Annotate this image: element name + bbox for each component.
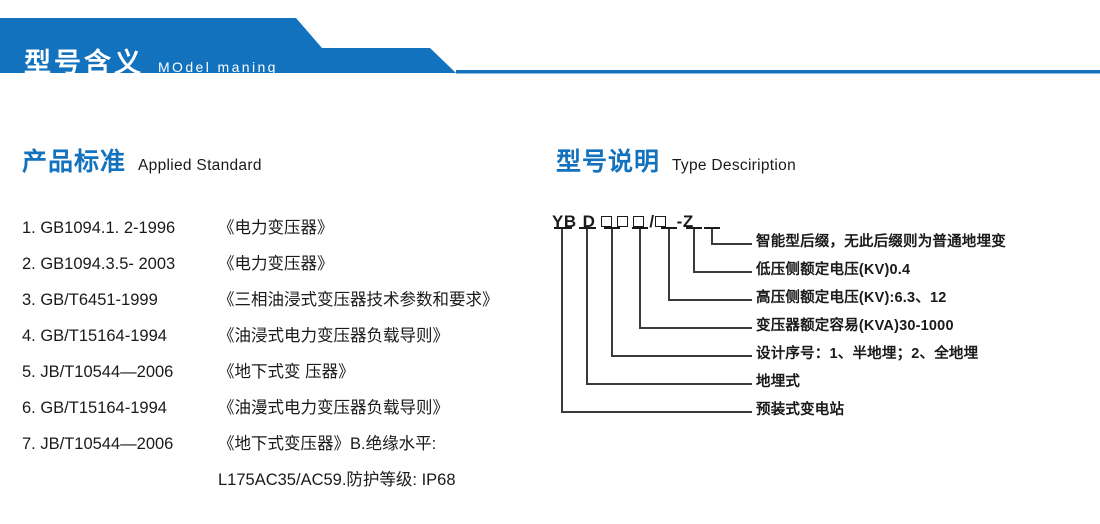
standard-code: 6. GB/T15164-1994: [22, 399, 167, 417]
header-banner: 型号含义 MOdel maning: [0, 18, 1100, 80]
callout-label: 低压侧额定电压(KV)0.4: [756, 262, 911, 278]
standard-list-item: 7. JB/T10544—2006 《地下式变压器》B.绝缘水平:: [22, 430, 552, 466]
standard-list-item: 1. GB1094.1. 2-1996 《电力变压器》: [22, 214, 552, 250]
section-heading-type-description: 型号说明 Type Desciription: [556, 142, 796, 178]
leader-line-6: [586, 228, 752, 385]
heading-type-en: Type Desciription: [672, 157, 796, 174]
callout-label-list: 智能型后缀，无此后缀则为普通地埋变低压侧额定电压(KV)0.4 高压侧额定电压(K…: [756, 228, 1100, 424]
callout-label: 高压侧额定电压(KV):6.3、12: [756, 290, 947, 306]
leader-line-7: [561, 228, 752, 413]
standard-list-item: 3. GB/T6451-1999 《三相油浸式变压器技术参数和要求》: [22, 286, 552, 322]
leader-line-5: [611, 228, 752, 357]
leader-line-1: [711, 228, 752, 245]
code-placeholder-box: [654, 215, 666, 227]
code-text-segment: Z: [682, 212, 694, 231]
code-text-segment: D: [582, 212, 596, 231]
standard-code: 1. GB1094.1. 2-1996: [22, 219, 176, 237]
standard-list-item: 4. GB/T15164-1994 《油浸式电力变压器负载导则》: [22, 322, 552, 358]
standard-list-item: L175AC35/AC59.防护等级: IP68: [22, 466, 552, 502]
banner-rule: [456, 70, 1100, 74]
code-text-segment: YB: [552, 212, 577, 231]
standard-title: 《电力变压器》: [218, 255, 334, 273]
code-placeholder-box: [633, 215, 645, 227]
code-placeholder-box: [601, 215, 613, 227]
leader-lines: [561, 228, 752, 413]
standard-list-item: 6. GB/T15164-1994 《油漫式电力变压器负载导则》: [22, 394, 552, 430]
code-text-segment: /: [649, 212, 655, 231]
model-code-diagram: YB D / -Z 智能型后缀，无此后缀则为普通地埋变低压侧额定电压(KV)0.4 高压…: [552, 210, 1100, 470]
standard-list-item: 5. JB/T10544—2006 《地下式变 压器》: [22, 358, 552, 394]
code-placeholder-box: [617, 215, 629, 227]
standard-title: 《地下式变压器》B.绝缘水平:: [218, 435, 437, 453]
standard-code: 2. GB1094.3.5- 2003: [22, 255, 176, 273]
standard-code: 5. JB/T10544—2006: [22, 363, 174, 381]
callout-label: 设计序号：1、半地埋；2、全地埋: [756, 346, 979, 362]
standard-title: L175AC35/AC59.防护等级: IP68: [218, 471, 456, 489]
callout-label: 智能型后缀，无此后缀则为普通地埋变: [756, 234, 1006, 250]
heading-standard-cn: 产品标准: [22, 148, 127, 176]
banner-main-shape: [0, 18, 456, 73]
heading-standard-en: Applied Standard: [138, 157, 262, 174]
standard-title: 《三相油浸式变压器技术参数和要求》: [218, 291, 499, 309]
banner-shape: [0, 18, 1100, 74]
code-underlines: [554, 227, 720, 229]
standard-title: 《地下式变 压器》: [218, 363, 355, 381]
standard-title: 《油漫式电力变压器负载导则》: [218, 399, 449, 417]
callout-label: 预装式变电站: [756, 402, 845, 418]
standard-code: 3. GB/T6451-1999: [22, 291, 158, 309]
leader-line-3: [668, 228, 752, 301]
standard-code: 4. GB/T15164-1994: [22, 327, 167, 345]
leader-line-4: [639, 228, 752, 329]
standard-list-item: 2. GB1094.3.5- 2003 《电力变压器》: [22, 250, 552, 286]
leader-line-2: [693, 228, 752, 273]
callout-label: 变压器额定容易(KVA)30-1000: [756, 318, 954, 334]
code-text-segment: -: [676, 212, 683, 231]
model-code-string: YB D / -Z: [552, 210, 694, 234]
heading-type-cn: 型号说明: [556, 148, 661, 176]
standard-list: 1. GB1094.1. 2-1996《电力变压器》2. GB1094.3.5-…: [22, 214, 552, 502]
standard-title: 《电力变压器》: [218, 219, 334, 237]
callout-label: 地埋式: [756, 374, 801, 390]
standard-code: 7. JB/T10544—2006: [22, 435, 174, 453]
standard-title: 《油浸式电力变压器负载导则》: [218, 327, 449, 345]
section-heading-applied-standard: 产品标准 Applied Standard: [22, 142, 262, 178]
